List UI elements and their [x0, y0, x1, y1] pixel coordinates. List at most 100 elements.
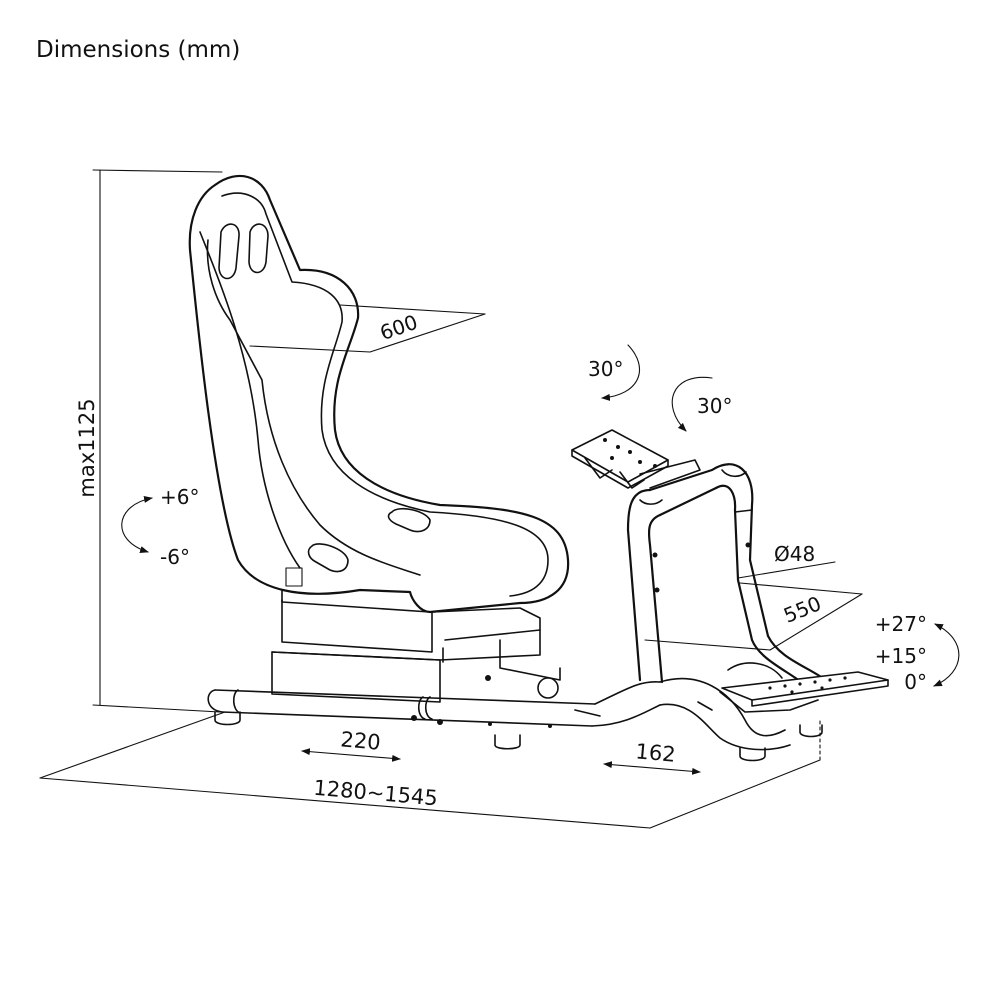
frame-width-dimension: 550	[644, 582, 863, 651]
plate-hole-4	[610, 456, 614, 460]
frame-width-lower-extension	[644, 639, 771, 651]
seat-width-dimension: 600	[249, 304, 486, 353]
wheel-mount-plate-edge	[571, 449, 669, 489]
plate-hole-6	[653, 464, 657, 468]
base-hole-1	[488, 722, 492, 726]
upright-hole-1	[652, 552, 658, 558]
wheel-upright-right-inner	[714, 484, 807, 687]
seat-cushion-slot	[387, 508, 431, 533]
height-bottom-extension	[92, 704, 221, 713]
seat-rail-bolt	[485, 675, 491, 681]
pedal-arm-bottom-edge	[591, 704, 661, 727]
base-tube-joint-1	[417, 696, 426, 720]
wheel-mount-bracket-right	[619, 471, 645, 489]
wheel-mount-bracket-left	[584, 457, 613, 479]
seat-slide-label: 220	[340, 727, 382, 754]
seat-slider-carriage	[499, 639, 561, 681]
pedal-angle-indicator: +27° +15° 0°	[875, 612, 960, 694]
plate-hole-1	[603, 438, 607, 442]
front-foot-left	[739, 747, 766, 762]
base-bolt-1	[411, 715, 417, 721]
plate-hole-5	[638, 460, 642, 464]
pedal-plate-support	[727, 662, 783, 679]
pedal-hole-2	[783, 684, 787, 688]
front-cross-tube-lower	[659, 703, 791, 751]
seat-tilt-arrow	[121, 496, 153, 553]
seat-slider-rail-top	[431, 607, 541, 641]
length-dimension: 1280~1545	[39, 711, 821, 829]
upright-hole-3	[745, 542, 751, 548]
wheel-mount-arm	[639, 459, 701, 489]
mount-rotation-indicators: 30° 30°	[588, 344, 732, 432]
wheel-upright-right-outer	[710, 463, 830, 684]
rear-foot	[214, 711, 241, 726]
page-title: Dimensions (mm)	[36, 37, 240, 63]
height-dimension: max1125	[75, 169, 223, 713]
plate-hole-2	[616, 445, 620, 449]
seat-width-label: 600	[377, 310, 421, 345]
wheel-tube-band-1	[639, 499, 663, 505]
base-tube-bottom-edge	[221, 711, 593, 727]
front-foot-right	[799, 724, 823, 738]
seat-shell-outline	[188, 174, 570, 614]
pedal-slide-dimension: 162	[603, 739, 701, 775]
seat-slide-arrow	[301, 748, 401, 762]
pedal-slide-arrow	[603, 761, 701, 775]
wheel-upright-left-outer	[626, 488, 652, 682]
wheel-top-crossbar-inner	[658, 486, 718, 517]
pedal-hole-8	[820, 686, 824, 690]
seat-width-upper-extension	[339, 304, 486, 315]
base-tube-joint-2	[424, 696, 433, 720]
frame-width-line	[769, 593, 863, 651]
seat-width-lower-extension	[249, 345, 371, 353]
pedal-hole-3	[798, 682, 802, 686]
seat-base-top-edge	[271, 651, 441, 661]
seat-slide-dimension: 220	[301, 727, 401, 762]
pedal-hole-4	[813, 680, 817, 684]
pedal-hole-5	[828, 678, 832, 682]
seat-tilt-down-label: -6°	[160, 545, 190, 569]
seat-bracket-box	[281, 599, 433, 653]
seat-label-plate	[285, 567, 303, 587]
frame-width-upper-extension	[739, 582, 863, 595]
front-tube-band	[697, 701, 713, 711]
plate-hole-3	[628, 450, 632, 454]
height-top-extension	[92, 169, 223, 173]
seat-side-contour	[199, 231, 301, 569]
base-tube-top-edge	[214, 689, 596, 705]
mount-rotation-1-label: 30°	[588, 357, 623, 381]
pedal-hole-7	[790, 690, 794, 694]
seat-shell-inner-line	[221, 192, 549, 597]
wheel-stand	[571, 429, 830, 687]
seat-adjust-knob	[537, 677, 559, 699]
wheel-upright-left-inner	[647, 513, 664, 684]
pedal-arm-band	[574, 709, 601, 717]
base-hole-2	[548, 724, 552, 728]
pedal-hole-6	[843, 676, 847, 680]
base-frame	[207, 677, 823, 762]
base-tube-rear-collar	[232, 689, 241, 714]
mount-rotation-2-arrow	[671, 376, 713, 432]
seat-platform	[271, 599, 561, 703]
upright-hole-2	[654, 587, 660, 593]
tube-diameter-label: Ø48	[774, 542, 815, 566]
pedal-plate-hinge-bar	[719, 691, 819, 713]
seat-side-bolster-line	[206, 239, 421, 576]
pedal-slide-label: 162	[635, 739, 677, 766]
seat-slider-rail-front	[439, 629, 541, 661]
pedal-plate-edge	[751, 679, 889, 707]
harness-slot-right	[248, 223, 269, 274]
pedal-arm-top-edge	[594, 680, 661, 705]
base-tube-rear-cap	[207, 689, 223, 713]
front-cross-tube-upper	[659, 677, 786, 737]
frame-width-label: 550	[780, 591, 824, 628]
wheel-top-crossbar-outer	[648, 468, 714, 492]
wheel-tube-band-2	[721, 469, 747, 478]
wheel-tube-band-3	[734, 509, 753, 513]
seat-width-line	[369, 313, 486, 353]
pedal-angle-arrow	[933, 623, 960, 687]
pedal-angle-max-label: +27°	[875, 612, 927, 636]
pedal-hole-1	[768, 686, 772, 690]
footprint-left-edge	[39, 711, 226, 779]
